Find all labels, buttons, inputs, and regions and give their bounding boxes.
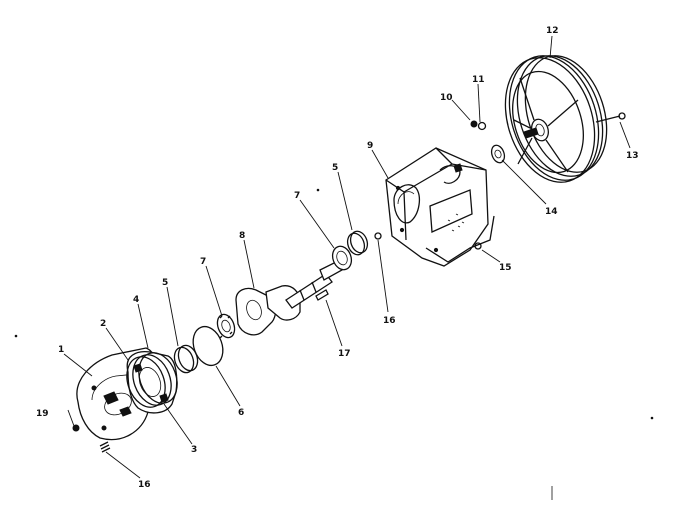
label-part-3: 3 — [191, 445, 197, 455]
label-part-5-right: 5 — [332, 163, 338, 173]
label-part-16-upper: 16 — [383, 316, 396, 326]
label-part-13: 13 — [626, 151, 639, 161]
label-part-14: 14 — [545, 207, 558, 217]
label-part-4: 4 — [133, 295, 139, 305]
label-part-6: 6 — [238, 408, 244, 418]
shaft-key — [315, 289, 329, 301]
label-part-11: 11 — [472, 75, 485, 85]
stray-marks — [14, 188, 654, 500]
part-labels: 1 2 4 3 5 6 7 8 7 5 9 10 11 12 13 14 15 … — [36, 26, 639, 490]
o-ring-gasket — [192, 325, 224, 367]
pulley-spacer — [490, 144, 506, 164]
bearing-carrier — [126, 350, 178, 414]
crankshaft — [235, 259, 345, 336]
drain-plug — [474, 242, 482, 250]
label-part-12: 12 — [546, 26, 559, 36]
roller-bearing-right — [331, 245, 353, 271]
label-part-15: 15 — [499, 263, 512, 273]
flywheel-pulley — [504, 55, 608, 183]
label-part-17: 17 — [338, 349, 351, 359]
label-part-10: 10 — [440, 93, 453, 103]
cover-screw-small — [72, 424, 80, 432]
flywheel-bolt-washer — [470, 120, 487, 131]
label-part-5-left: 5 — [162, 278, 168, 288]
set-screw — [595, 112, 626, 123]
leader-lines — [63, 35, 631, 479]
label-part-1: 1 — [58, 345, 64, 355]
label-part-7-left: 7 — [200, 257, 206, 267]
label-part-7-right: 7 — [294, 191, 300, 201]
crankcase-housing — [385, 147, 495, 267]
dowel-pin-upper — [374, 232, 382, 240]
label-part-9: 9 — [367, 141, 373, 151]
label-part-2: 2 — [100, 319, 106, 329]
label-part-16-lower: 16 — [138, 480, 151, 490]
label-part-8: 8 — [239, 231, 245, 241]
cover-bolt — [99, 441, 111, 453]
label-part-19: 19 — [36, 409, 49, 419]
seal-ring-right — [346, 230, 369, 256]
